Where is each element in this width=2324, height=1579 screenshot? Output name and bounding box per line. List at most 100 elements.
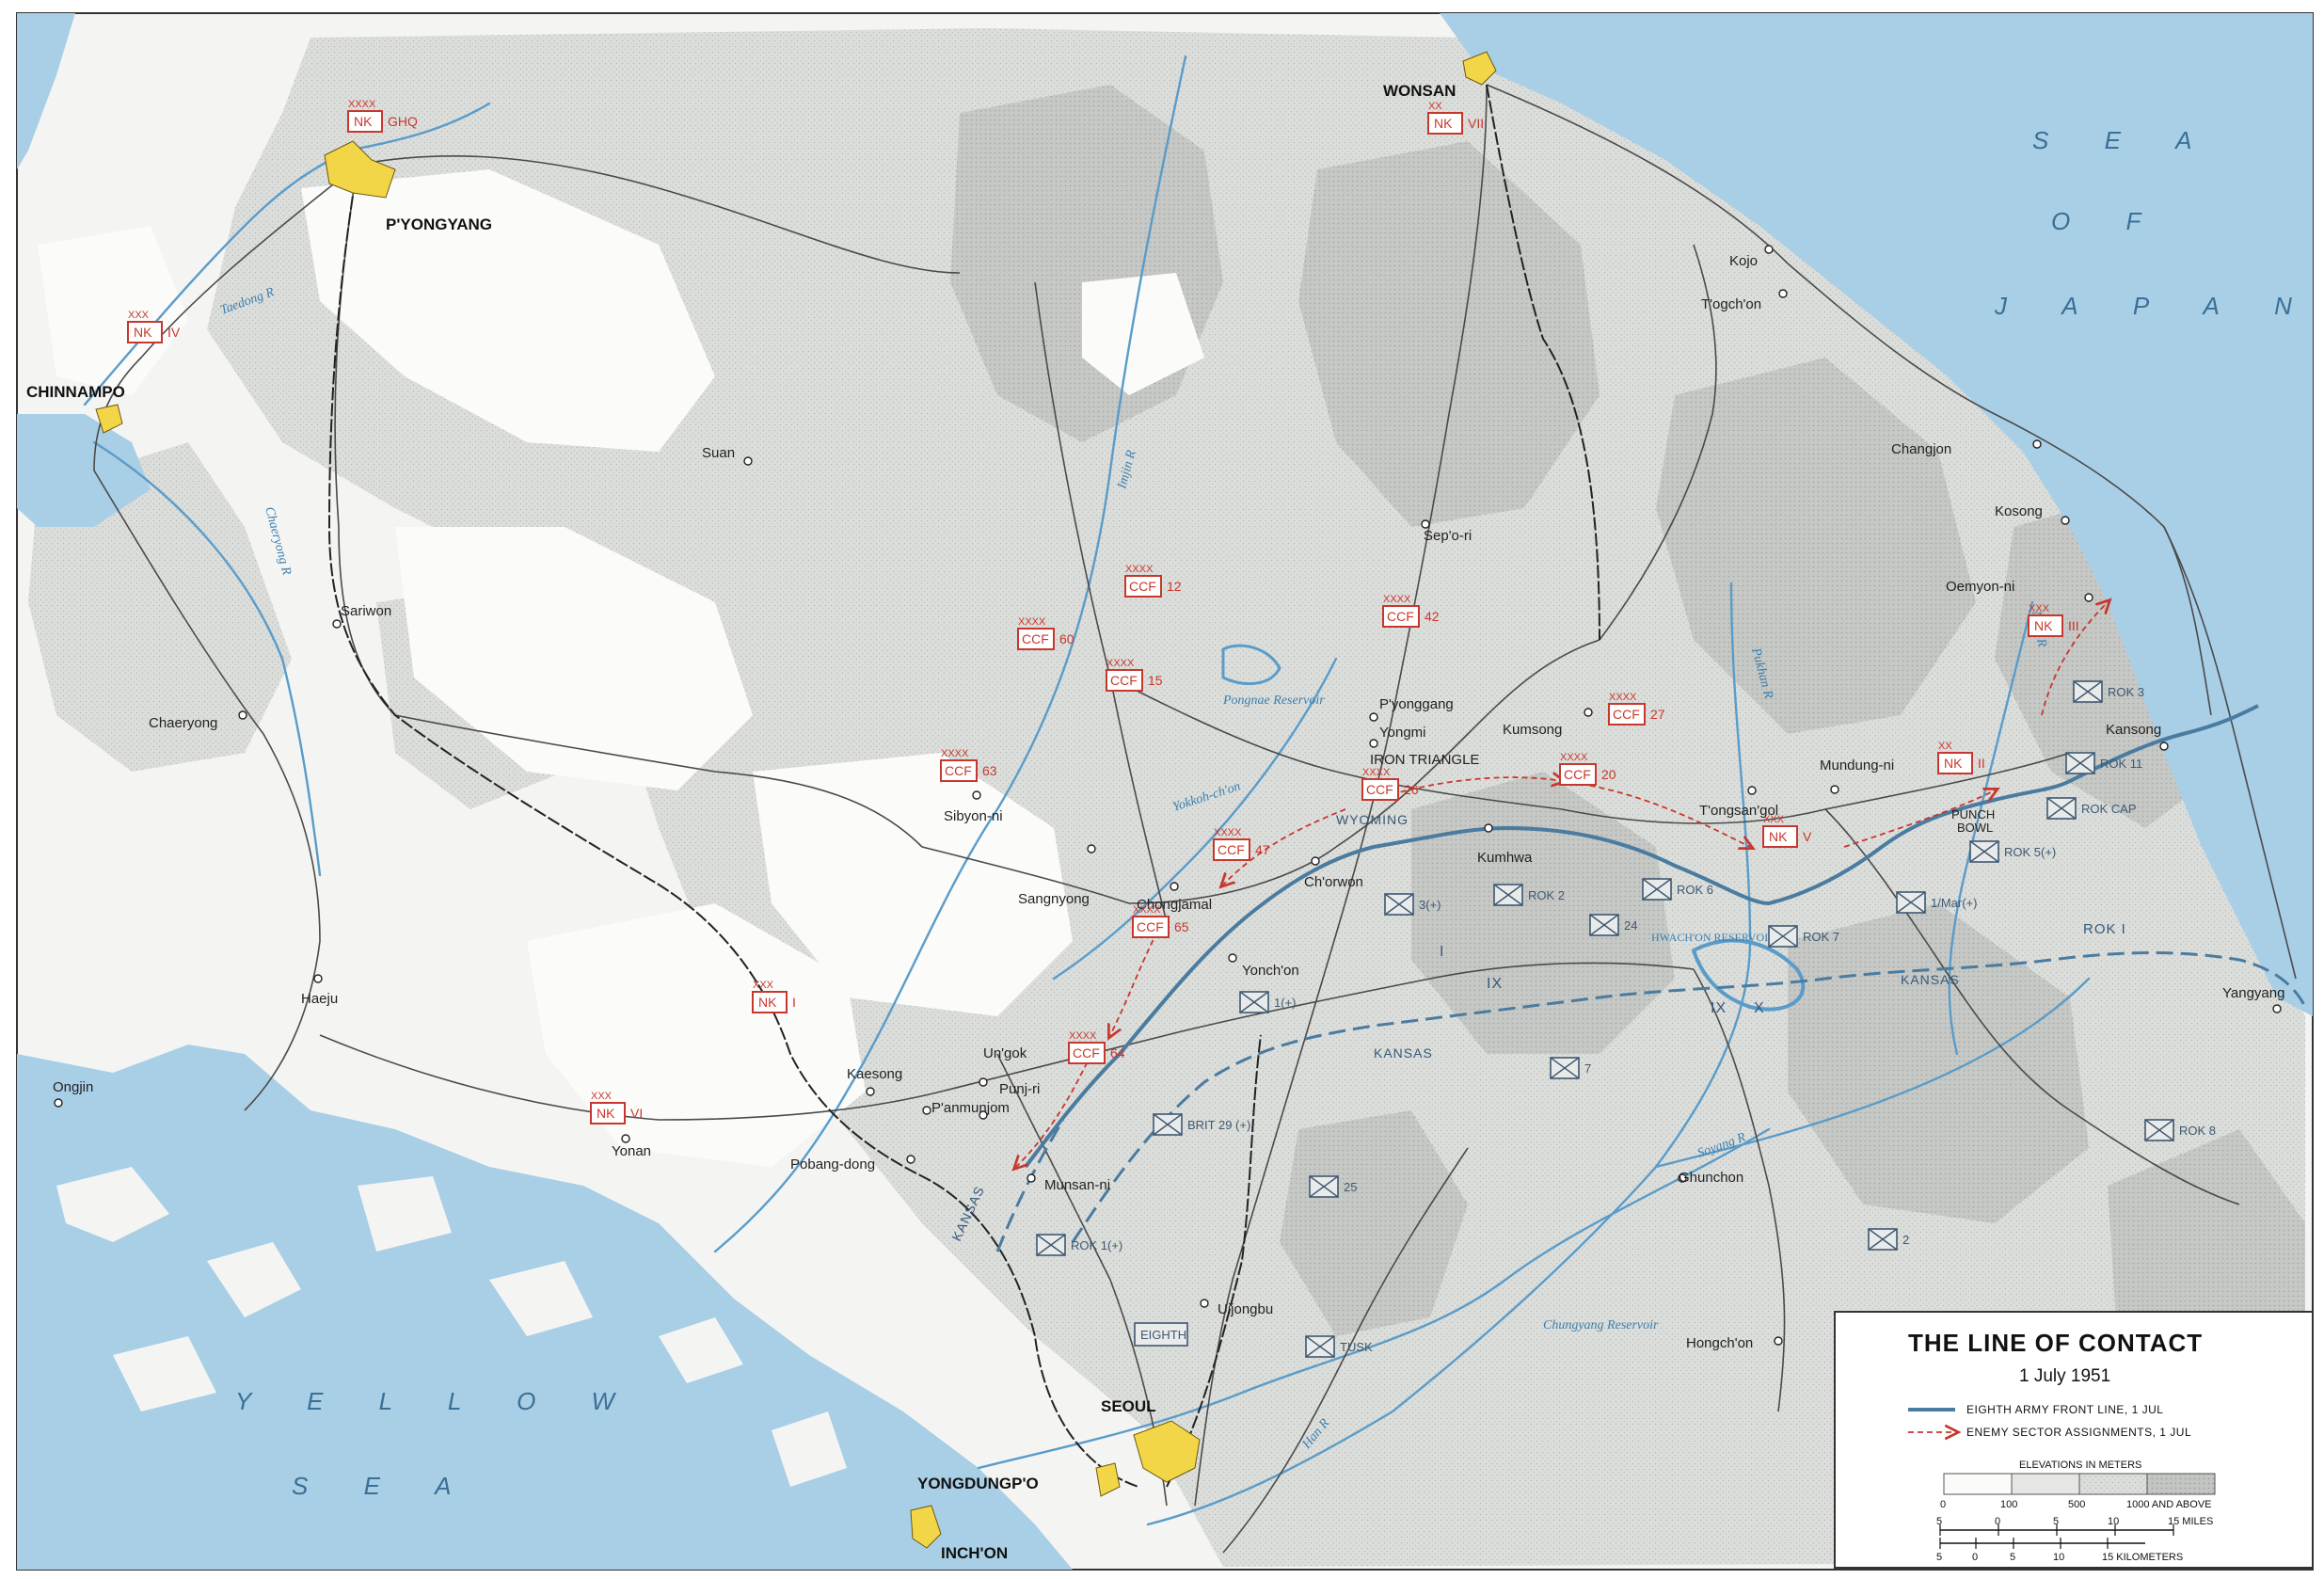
svg-text:NK: NK	[758, 995, 777, 1010]
svg-text:Haeju: Haeju	[301, 991, 338, 1007]
friendly-unit-1: 1(+)	[1239, 991, 1296, 1013]
svg-text:XXXX: XXXX	[1560, 752, 1588, 763]
enemy-unit-nk-i: XXX NK I	[752, 980, 796, 1013]
enemy-units: XXXX NK GHQ XX NK VII XXX NK IV XXXX CCF…	[127, 99, 2079, 1124]
svg-text:I: I	[1440, 944, 1444, 960]
chinnampo-city	[95, 404, 123, 434]
svg-text:Kumsong: Kumsong	[1503, 722, 1562, 738]
friendly-unit-2: 2	[1868, 1228, 1909, 1251]
svg-text:10: 10	[2108, 1516, 2119, 1527]
svg-text:5: 5	[1936, 1552, 1942, 1563]
yongdungpo-city	[1095, 1462, 1121, 1497]
svg-text:IX: IX	[1711, 1000, 1727, 1016]
enemy-unit-ccf-42: XXXX CCF 42	[1382, 594, 1440, 628]
svg-text:26: 26	[1404, 782, 1419, 797]
svg-text:65: 65	[1174, 919, 1189, 934]
imjin-river	[713, 55, 1187, 1253]
svg-text:X: X	[1754, 1000, 1765, 1016]
svg-text:ROK 3: ROK 3	[2108, 685, 2144, 699]
svg-text:10: 10	[2053, 1552, 2064, 1563]
svg-text:CCF: CCF	[1073, 1045, 1100, 1061]
svg-text:CHINNAMPO: CHINNAMPO	[26, 383, 125, 401]
railways	[327, 84, 1600, 1488]
svg-text:PUNCH: PUNCH	[1951, 807, 1995, 821]
friendly-unit-1-mar: 1/Mar(+)	[1896, 891, 1977, 914]
svg-text:Kumhwa: Kumhwa	[1477, 850, 1533, 866]
svg-text:P'yonggang: P'yonggang	[1379, 696, 1454, 712]
friendly-unit-3: 3(+)	[1384, 893, 1441, 916]
svg-text:0: 0	[1972, 1552, 1978, 1563]
roads	[93, 84, 2297, 1554]
svg-text:Suan: Suan	[702, 445, 735, 461]
friendly-unit-rok-cap: ROK CAP	[2046, 797, 2137, 820]
svg-text:VI: VI	[630, 1106, 643, 1121]
svg-text:CCF: CCF	[1129, 579, 1156, 594]
svg-text:CCF: CCF	[1366, 782, 1393, 797]
svg-text:Kojo: Kojo	[1729, 253, 1758, 269]
friendly-unit-rok-7: ROK 7	[1768, 925, 1839, 948]
svg-text:HWACH'ON RESERVOIR: HWACH'ON RESERVOIR	[1651, 931, 1775, 944]
enemy-unit-nk-iii: XXX NK III	[2028, 603, 2079, 637]
svg-text:Chungyang Reservoir: Chungyang Reservoir	[1543, 1318, 1659, 1332]
svg-text:100: 100	[2000, 1499, 2017, 1510]
svg-text:V: V	[1803, 829, 1812, 844]
svg-text:NK: NK	[597, 1106, 615, 1121]
eighth-army-front-line	[1024, 704, 2259, 1169]
kansas-line	[1071, 951, 2307, 1243]
svg-text:15 MILES: 15 MILES	[2168, 1516, 2213, 1527]
svg-text:XXXX: XXXX	[1214, 827, 1242, 838]
west-coast-water	[17, 13, 75, 169]
svg-text:12: 12	[1167, 579, 1182, 594]
friendly-unit-24: 24	[1589, 914, 1637, 936]
svg-text:IX: IX	[1487, 976, 1503, 992]
svg-text:5: 5	[2053, 1516, 2059, 1527]
svg-text:XXXX: XXXX	[1133, 904, 1161, 916]
svg-text:Chongjamal: Chongjamal	[1137, 897, 1212, 913]
svg-text:Uijongbu: Uijongbu	[1218, 1301, 1273, 1317]
svg-text:T'ongsan'gol: T'ongsan'gol	[1699, 803, 1778, 819]
svg-text:ROK 5(+): ROK 5(+)	[2004, 845, 2056, 859]
enemy-unit-ccf-63: XXXX CCF 63	[940, 748, 997, 782]
svg-text:Ch'orwon: Ch'orwon	[1304, 874, 1363, 890]
enemy-unit-ccf-12: XXXX CCF 12	[1124, 564, 1182, 598]
svg-text:P'anmunjom: P'anmunjom	[931, 1100, 1010, 1116]
legend: THE LINE OF CONTACT 1 July 1951 EIGHTH A…	[1834, 1311, 2314, 1569]
svg-text:XXX: XXX	[591, 1091, 613, 1102]
enemy-unit-ccf-15: XXXX CCF 15	[1106, 658, 1163, 692]
svg-text:XXXX: XXXX	[1106, 658, 1135, 669]
seoul-city	[1133, 1420, 1201, 1483]
svg-text:27: 27	[1650, 707, 1665, 722]
enemy-unit-ccf-47: XXXX CCF 47	[1213, 827, 1270, 861]
svg-text:P'YONGYANG: P'YONGYANG	[386, 215, 492, 233]
svg-text:IV: IV	[167, 325, 181, 340]
svg-text:IRON TRIANGLE: IRON TRIANGLE	[1370, 752, 1479, 768]
elevations-title: ELEVATIONS IN METERS	[2019, 1459, 2141, 1471]
svg-text:KANSAS: KANSAS	[1901, 972, 1960, 987]
svg-text:YONGDUNGP'O: YONGDUNGP'O	[917, 1475, 1039, 1492]
yellow-sea-north	[17, 414, 151, 527]
svg-text:SEOUL: SEOUL	[1101, 1397, 1156, 1415]
svg-text:S E A: S E A	[2032, 126, 2217, 154]
scale-bar-miles: 5 0 5 10 15 MILES	[1936, 1516, 2213, 1536]
svg-text:GHQ: GHQ	[388, 114, 418, 129]
wonsan-city	[1462, 51, 1497, 86]
svg-text:Munsan-ni: Munsan-ni	[1044, 1177, 1110, 1193]
svg-text:WONSAN: WONSAN	[1383, 82, 1456, 100]
enemy-unit-nk-ghq: XXXX NK GHQ	[347, 99, 418, 133]
svg-text:Hongch'on: Hongch'on	[1686, 1335, 1753, 1351]
enemy-unit-ccf-20: XXXX CCF 20	[1559, 752, 1616, 786]
svg-text:Sep'o-ri: Sep'o-ri	[1424, 528, 1472, 544]
chaeryong-river	[92, 440, 322, 877]
svg-text:I: I	[792, 995, 796, 1010]
svg-text:O F: O F	[2051, 207, 2165, 235]
svg-text:CCF: CCF	[1613, 707, 1640, 722]
friendly-unit-tusk: TUSK	[1305, 1335, 1373, 1358]
friendly-unit-7: 7	[1550, 1057, 1591, 1079]
svg-text:Kaesong: Kaesong	[847, 1066, 902, 1082]
svg-text:24: 24	[1624, 918, 1637, 933]
svg-text:II: II	[1978, 756, 1985, 771]
svg-text:NK: NK	[1944, 756, 1963, 771]
svg-text:ROK I: ROK I	[2083, 921, 2126, 937]
svg-text:VII: VII	[1468, 116, 1484, 131]
svg-text:CCF: CCF	[1022, 631, 1049, 646]
